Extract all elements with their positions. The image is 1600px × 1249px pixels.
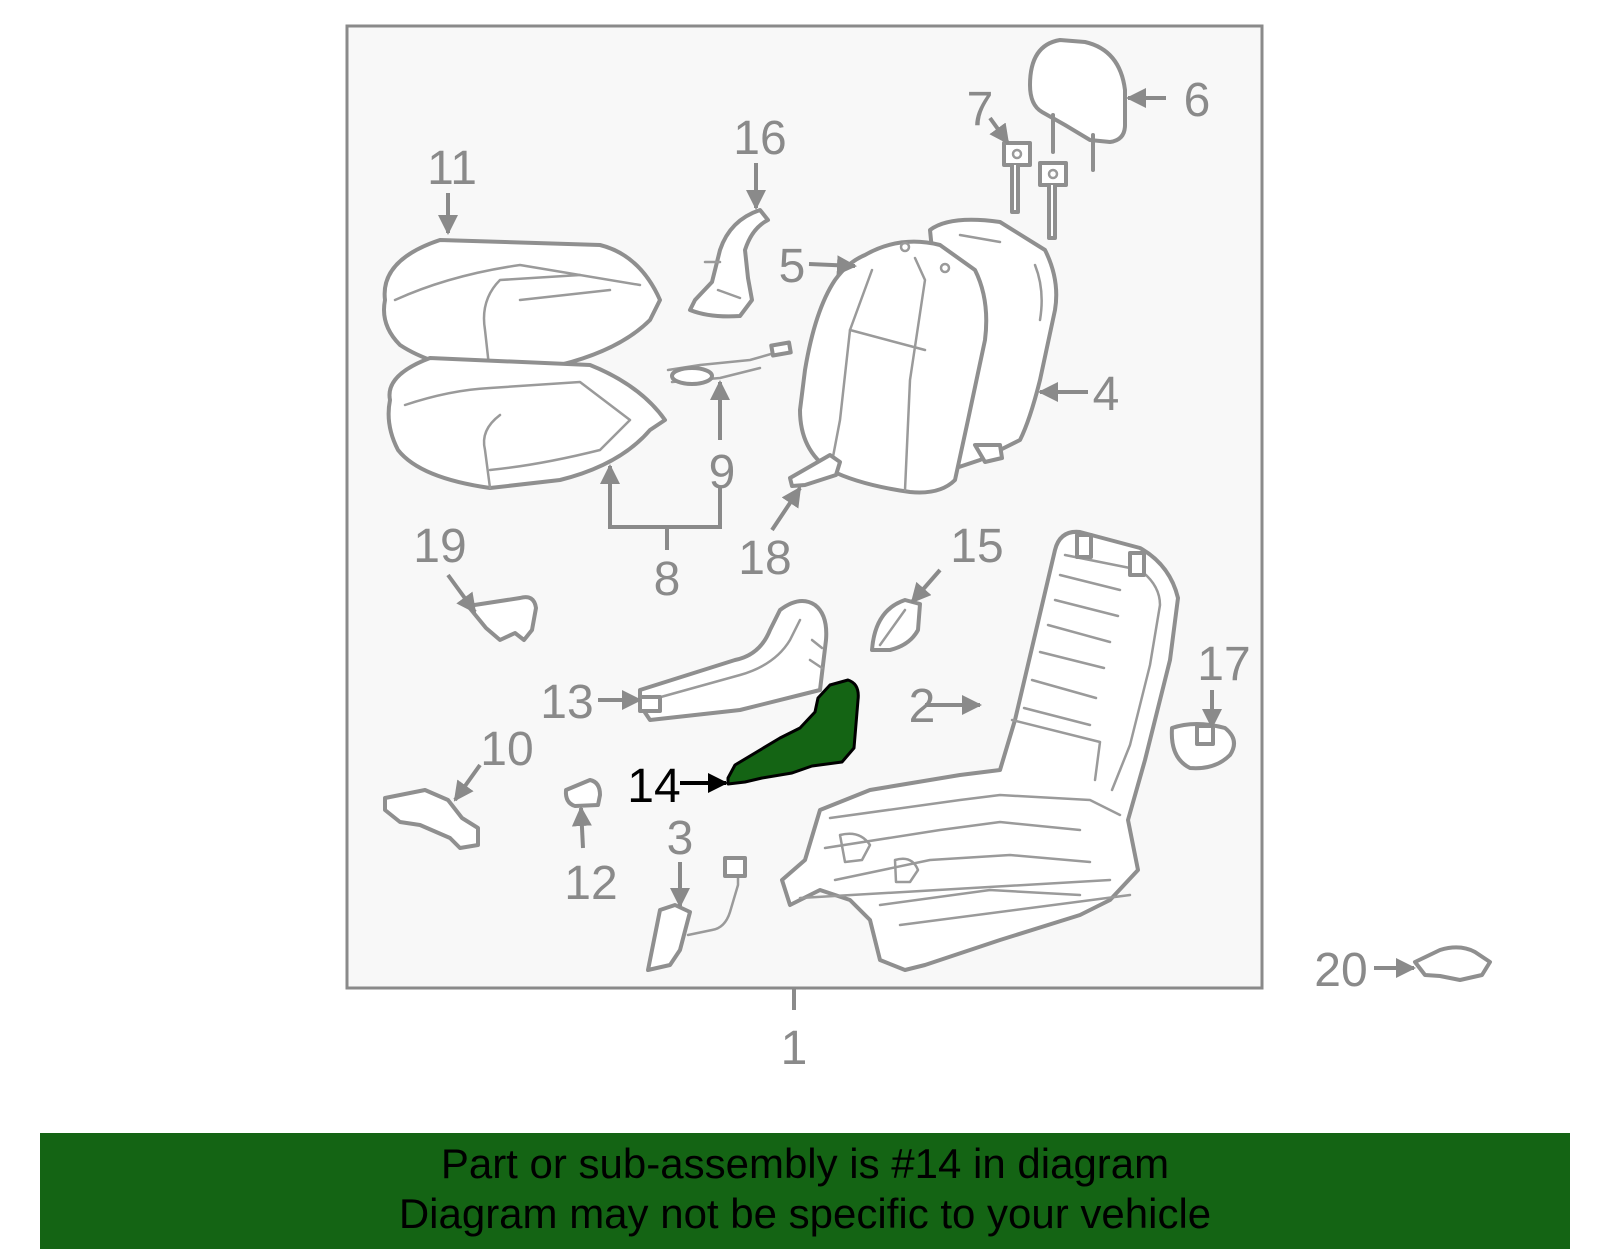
callout-3[interactable]: 3: [667, 812, 694, 865]
callout-5[interactable]: 5: [779, 240, 806, 293]
leader-5: [808, 255, 857, 276]
leader-18: [770, 486, 802, 532]
callout-10[interactable]: 10: [480, 723, 533, 776]
part-10-bracket[interactable]: [383, 788, 480, 850]
callout-19[interactable]: 19: [413, 520, 466, 573]
part-14-inner-shield[interactable]: [726, 678, 860, 786]
callout-4[interactable]: 4: [1093, 368, 1120, 421]
callout-2[interactable]: 2: [909, 680, 936, 733]
callout-7[interactable]: 7: [967, 83, 994, 136]
callout-14[interactable]: 14: [627, 760, 680, 813]
part-18-clip[interactable]: [788, 453, 842, 488]
callout-8[interactable]: 8: [654, 553, 681, 606]
part-8-cushion-pad[interactable]: [386, 356, 667, 490]
leader-10: [453, 763, 482, 802]
callout-17[interactable]: 17: [1197, 638, 1250, 691]
callout-15[interactable]: 15: [950, 520, 1003, 573]
part-16-bracket[interactable]: [688, 208, 770, 319]
part-2-seat-frame[interactable]: [780, 529, 1180, 972]
callout-1[interactable]: 1: [781, 1022, 808, 1075]
part-3-harness[interactable]: [646, 856, 747, 972]
callout-20[interactable]: 20: [1314, 944, 1367, 997]
part-5-seatback-cover[interactable]: [798, 239, 989, 495]
part-19-bracket[interactable]: [466, 595, 538, 642]
callout-9[interactable]: 9: [709, 446, 736, 499]
callout-13[interactable]: 13: [540, 676, 593, 729]
leader-12: [571, 806, 592, 849]
info-banner: Part or sub-assembly is #14 in diagram D…: [40, 1133, 1570, 1249]
banner-part-notice: Part or sub-assembly is #14 in diagram: [440, 1140, 1170, 1187]
callout-16[interactable]: 16: [733, 112, 786, 165]
part-17-clip[interactable]: [1169, 722, 1236, 771]
part-9-wire[interactable]: [666, 340, 793, 386]
leader-15: [910, 568, 942, 604]
part-20-clip[interactable]: [1413, 945, 1492, 982]
leader-19: [446, 573, 477, 614]
part-6-headrest[interactable]: [1028, 38, 1127, 172]
callout-6[interactable]: 6: [1184, 74, 1211, 127]
callout-11[interactable]: 11: [427, 142, 477, 195]
part-7-headrest-guides[interactable]: [1002, 141, 1068, 240]
callout-12[interactable]: 12: [564, 857, 617, 910]
leader-7: [988, 116, 1010, 145]
part-11-cushion-cover[interactable]: [382, 238, 662, 377]
banner-disclaimer: Diagram may not be specific to your vehi…: [398, 1190, 1212, 1237]
part-15-cover[interactable]: [870, 598, 922, 652]
callout-18[interactable]: 18: [738, 532, 791, 585]
part-12-knob[interactable]: [563, 778, 602, 808]
